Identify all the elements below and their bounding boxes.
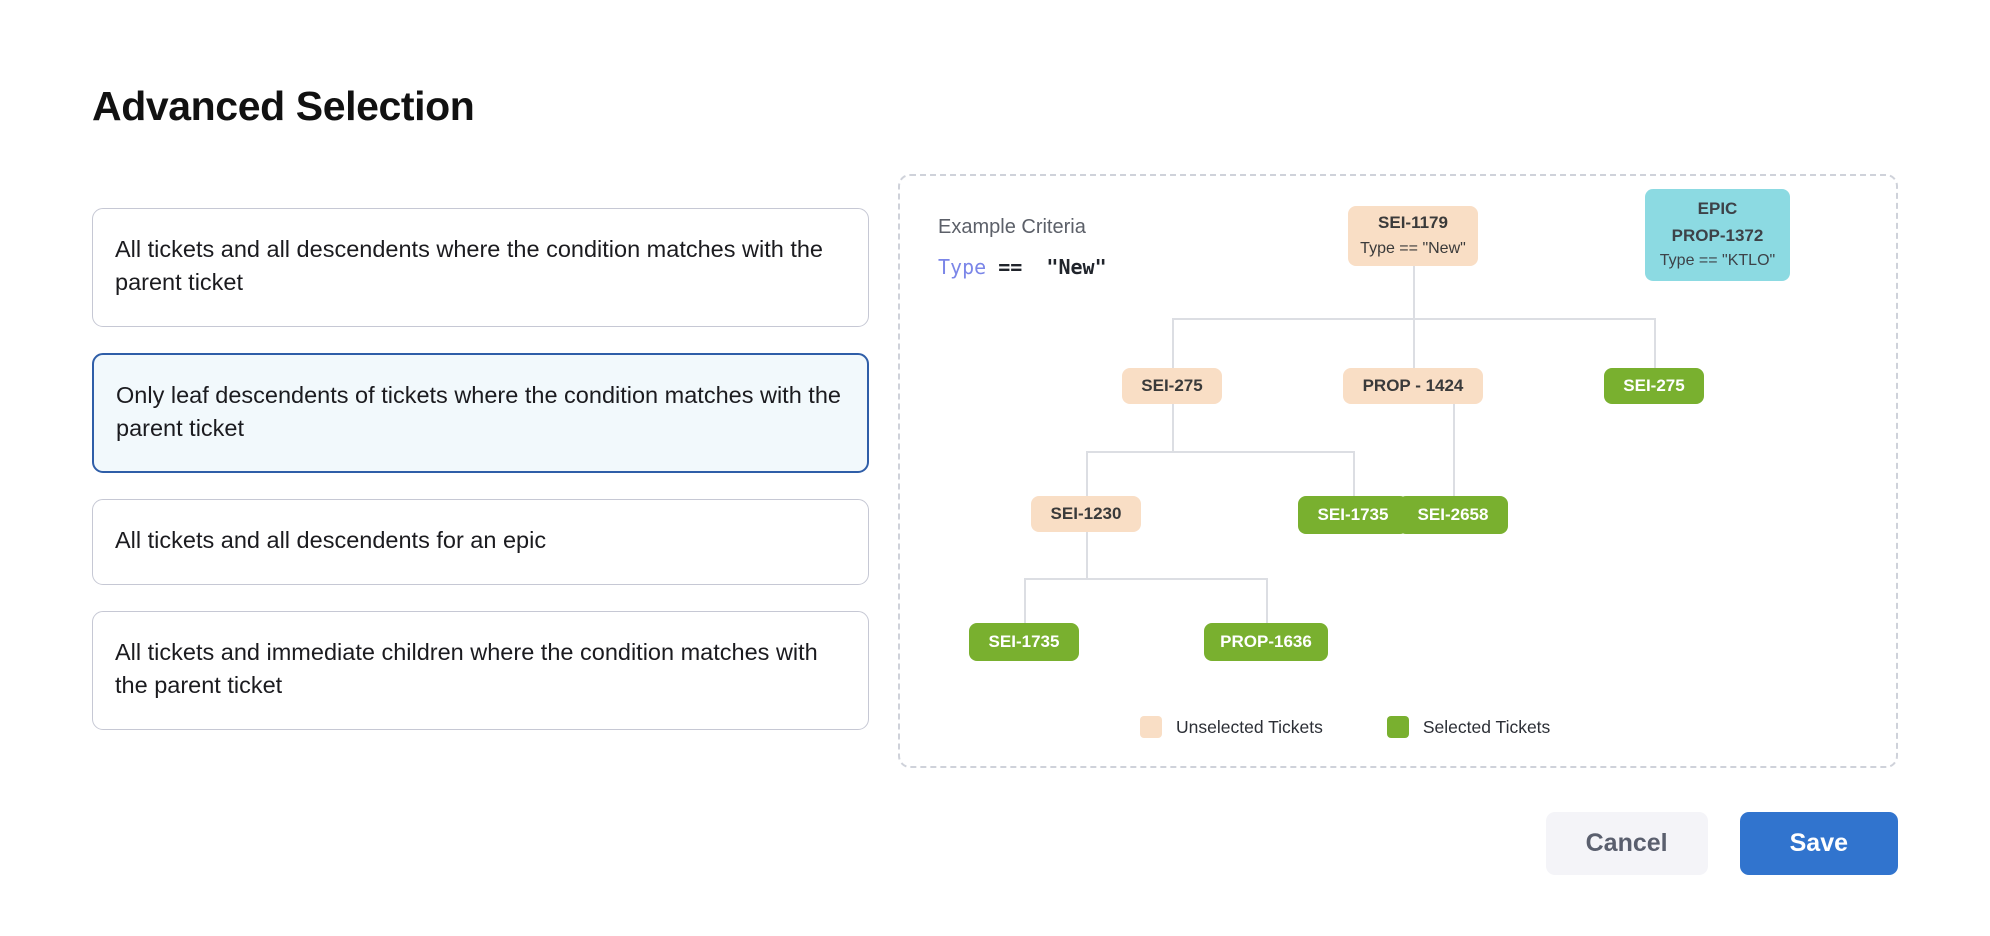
criteria-operator: == <box>998 255 1023 279</box>
connector-sei275a-down <box>1172 403 1174 452</box>
connector-prop1424-down <box>1453 403 1455 496</box>
connector-to-prop1424 <box>1413 318 1415 368</box>
ticket-node-sei-1230[interactable]: SEI-1230 <box>1031 496 1141 532</box>
example-criteria-block: Example Criteria Type == "New" <box>938 216 1107 279</box>
legend-label: Unselected Tickets <box>1176 716 1323 737</box>
connector-to-sei1735a <box>1353 451 1355 496</box>
option-label: All tickets and all descendents where th… <box>115 236 824 296</box>
connector-row3-bar <box>1086 451 1354 453</box>
ticket-node-sei-275-b[interactable]: SEI-275 <box>1604 368 1704 404</box>
ticket-id: SEI-1179 <box>1378 213 1448 233</box>
connector-to-prop1636 <box>1266 578 1268 623</box>
ticket-node-sei-2658[interactable]: SEI-2658 <box>1398 496 1508 534</box>
option-label: All tickets and all descendents for an e… <box>115 527 547 554</box>
ticket-id: SEI-275 <box>1141 375 1203 395</box>
criteria-expression: Type == "New" <box>938 255 1107 279</box>
legend-item-unselected: Unselected Tickets <box>1140 716 1323 738</box>
cancel-button[interactable]: Cancel <box>1545 812 1708 875</box>
connector-root-down <box>1413 266 1415 319</box>
ticket-id: SEI-2658 <box>1417 504 1489 524</box>
connector-to-sei275a <box>1172 318 1174 368</box>
ticket-condition: Type == "New" <box>1360 239 1466 257</box>
ticket-node-sei-275-a[interactable]: SEI-275 <box>1122 368 1222 404</box>
ticket-kind: EPIC <box>1697 199 1738 219</box>
ticket-node-sei-1735-b[interactable]: SEI-1735 <box>969 623 1079 661</box>
ticket-node-epic-prop-1372[interactable]: EPIC PROP-1372 Type == "KTLO" <box>1645 189 1790 281</box>
option-card-leaf-descendents[interactable]: Only leaf descendents of tickets where t… <box>92 352 869 474</box>
ticket-node-sei-1735-a[interactable]: SEI-1735 <box>1298 496 1408 534</box>
ticket-condition: Type == "KTLO" <box>1659 251 1776 269</box>
connector-to-sei1230 <box>1086 451 1088 496</box>
example-diagram-panel: Example Criteria Type == "New" SEI-1179 … <box>898 174 1898 768</box>
ticket-id: PROP-1372 <box>1671 225 1764 245</box>
save-button[interactable]: Save <box>1739 812 1898 875</box>
ticket-id: SEI-1735 <box>988 631 1060 651</box>
criteria-value: "New" <box>1046 255 1107 279</box>
page-title: Advanced Selection <box>92 83 475 130</box>
legend-swatch-unselected-icon <box>1140 716 1162 738</box>
legend-swatch-selected-icon <box>1386 716 1409 738</box>
ticket-id: SEI-1230 <box>1050 503 1122 523</box>
connector-to-sei1735b <box>1024 578 1026 623</box>
dialog-footer: Cancel Save <box>1545 812 1898 875</box>
legend-label: Selected Tickets <box>1422 716 1551 737</box>
option-card-epic-descendents[interactable]: All tickets and all descendents for an e… <box>92 499 869 585</box>
ticket-node-prop-1636[interactable]: PROP-1636 <box>1204 623 1328 661</box>
ticket-id: SEI-275 <box>1623 375 1685 395</box>
ticket-id: PROP-1636 <box>1220 631 1312 651</box>
connector-to-sei275b <box>1654 318 1656 368</box>
ticket-node-sei-1179[interactable]: SEI-1179 Type == "New" <box>1348 206 1478 266</box>
legend-item-selected: Selected Tickets <box>1386 716 1551 738</box>
connector-sei1230-down <box>1086 531 1088 579</box>
criteria-field: Type <box>938 255 987 279</box>
ticket-node-prop-1424[interactable]: PROP - 1424 <box>1343 368 1483 404</box>
option-card-immediate-children[interactable]: All tickets and immediate children where… <box>92 610 869 730</box>
connector-row4-bar <box>1024 578 1267 580</box>
option-label: All tickets and immediate children where… <box>115 638 818 699</box>
ticket-id: PROP - 1424 <box>1362 375 1464 395</box>
option-label: Only leaf descendents of tickets where t… <box>116 381 841 442</box>
selection-options-list: All tickets and all descendents where th… <box>92 208 869 730</box>
ticket-id: SEI-1735 <box>1317 504 1389 524</box>
option-card-all-descendents[interactable]: All tickets and all descendents where th… <box>92 208 869 327</box>
criteria-title: Example Criteria <box>938 216 1086 238</box>
diagram-legend: Unselected Tickets Selected Tickets <box>1140 716 1550 738</box>
